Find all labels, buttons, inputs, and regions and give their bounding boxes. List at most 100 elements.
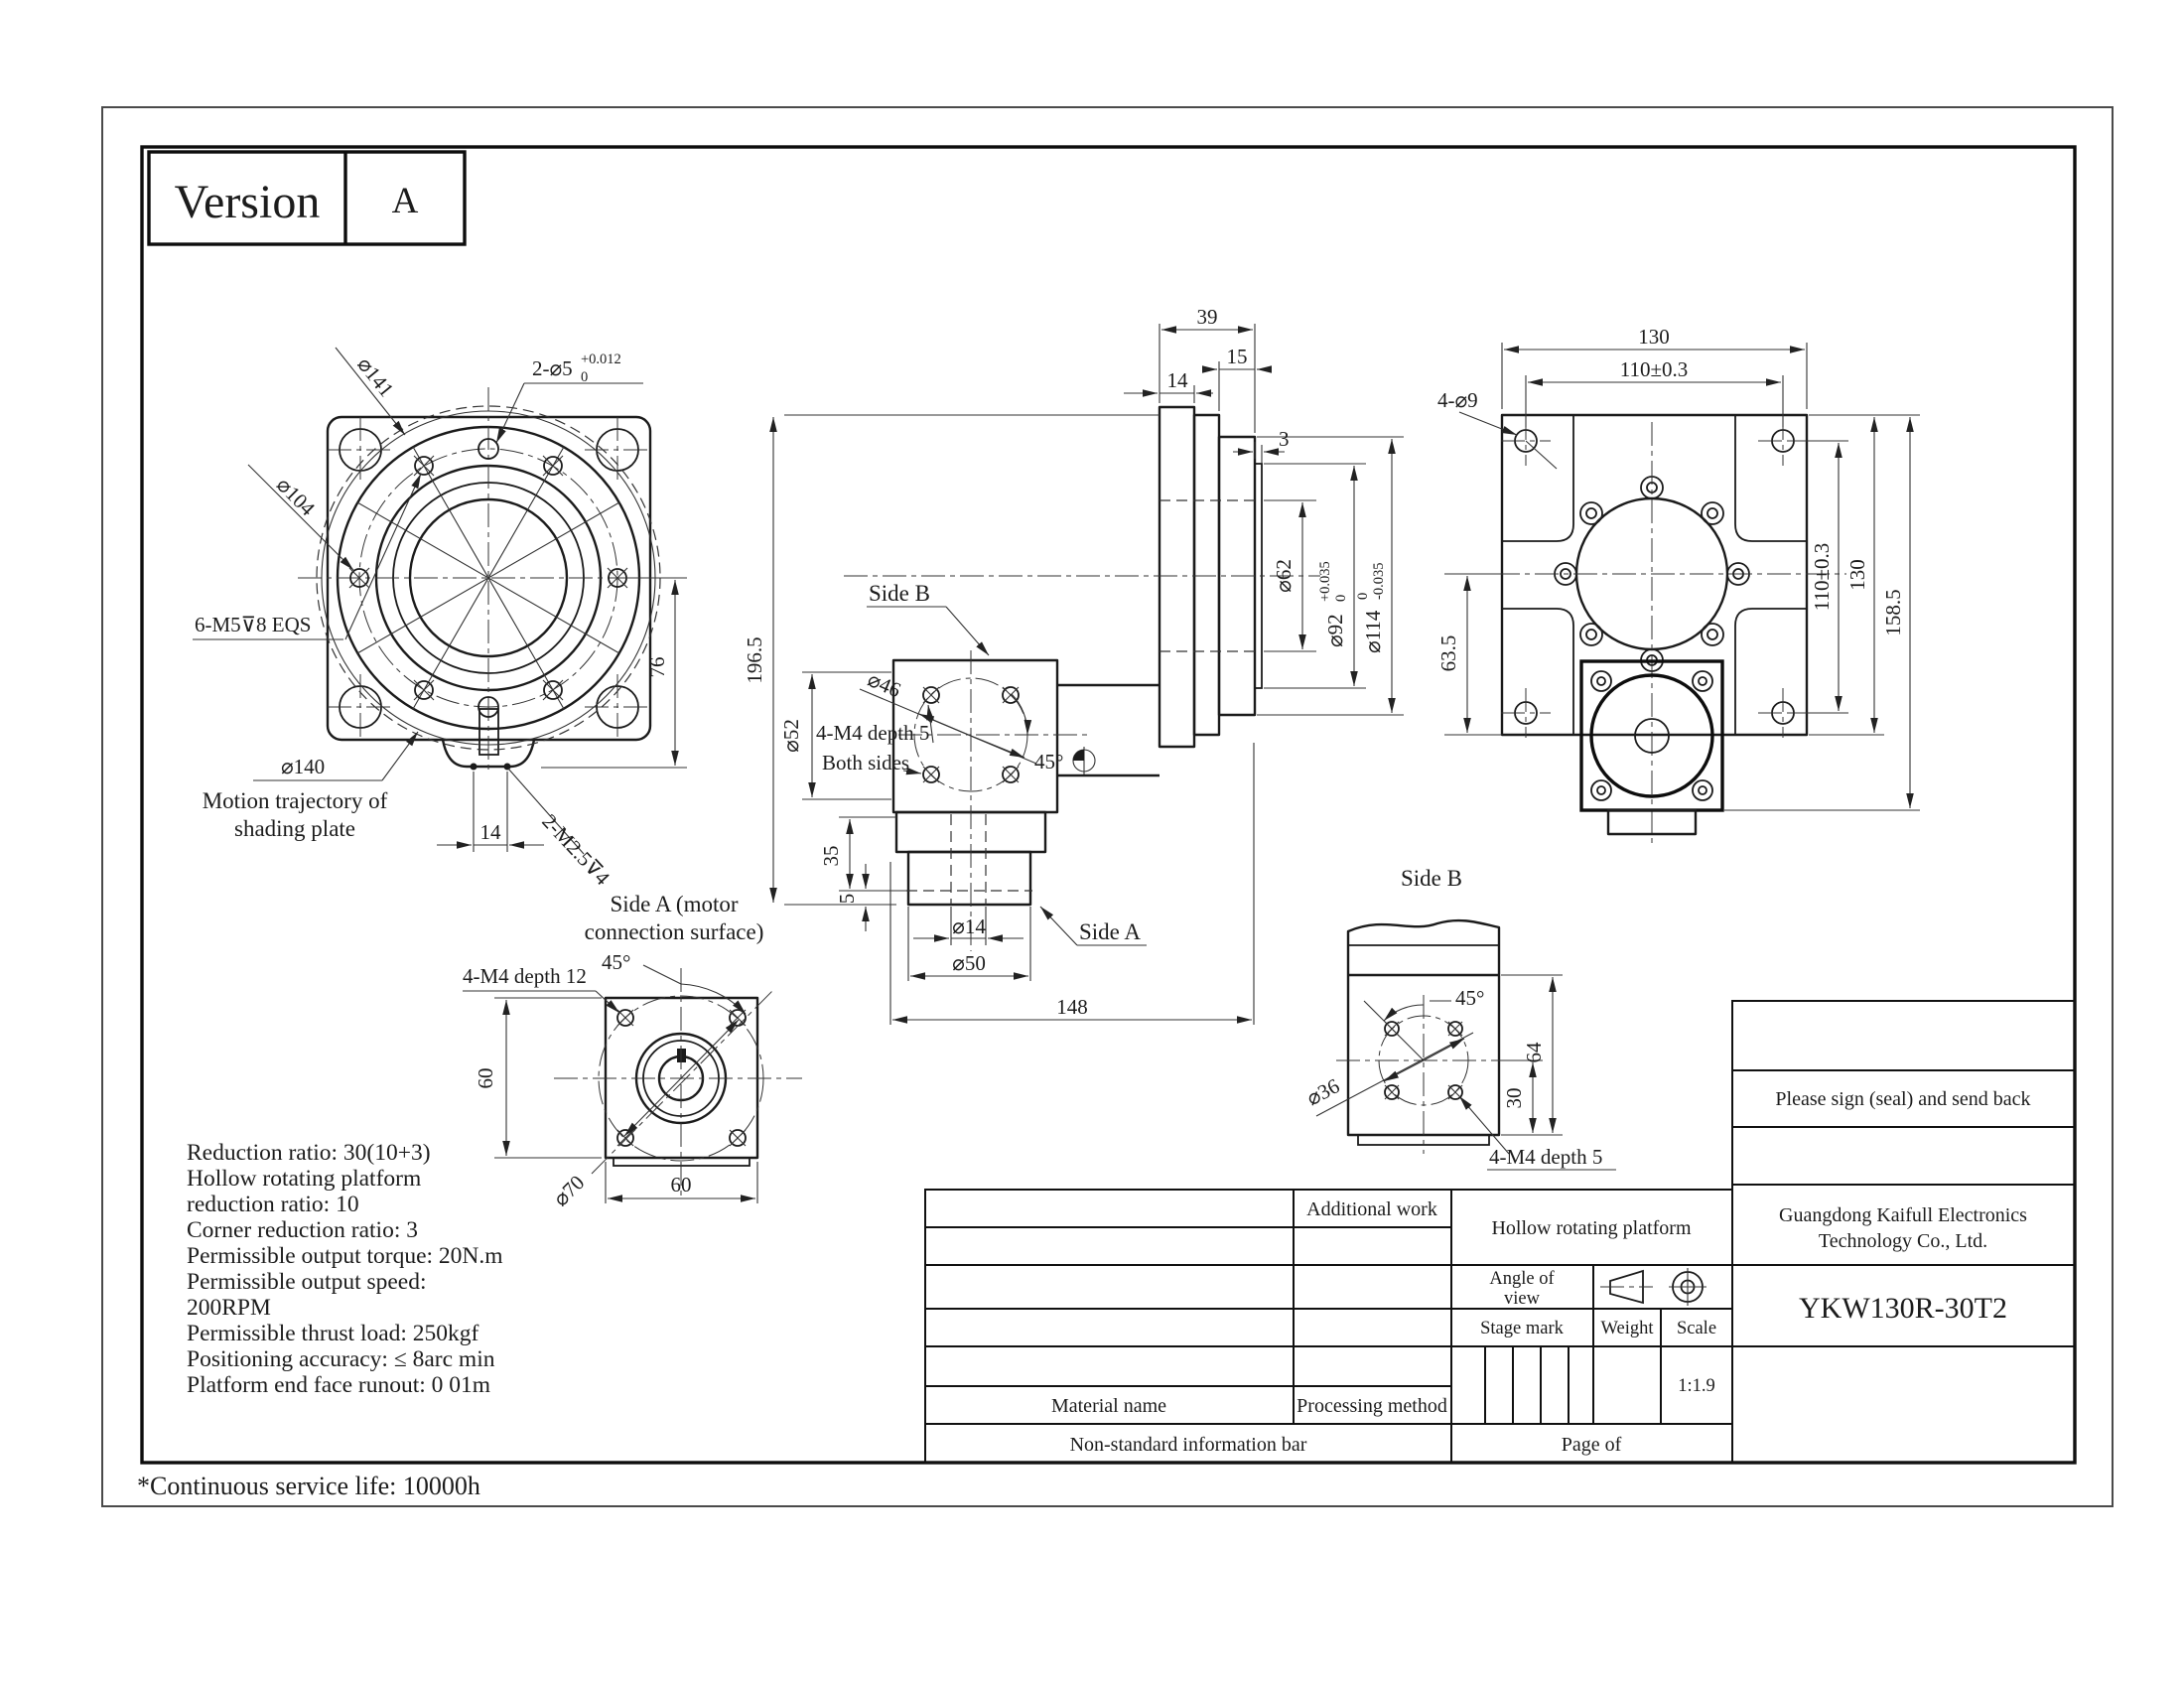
side-view-linework xyxy=(769,324,1404,1025)
dim-45deg: 45° xyxy=(1034,750,1063,774)
dim-148: 148 xyxy=(1056,995,1088,1019)
dim-35: 35 xyxy=(819,846,843,867)
dim-196-5: 196.5 xyxy=(743,636,766,683)
label-side-b: Side B xyxy=(869,581,930,606)
top-view-linework xyxy=(1444,343,1920,846)
trajectory-note-line2: shading plate xyxy=(234,816,355,841)
dim-4-dia9: 4-⌀9 xyxy=(1437,388,1478,412)
version-label: Version xyxy=(175,176,321,228)
side-a-title-line2: connection surface) xyxy=(585,919,764,944)
page-of-label: Page of xyxy=(1562,1434,1622,1456)
dim-dia52: ⌀52 xyxy=(779,719,803,753)
weight-label: Weight xyxy=(1601,1319,1655,1338)
dim-screws: 6-M5⊽8 EQS xyxy=(195,613,311,636)
label-side-a: Side A xyxy=(1079,919,1141,944)
dim-dia14: ⌀14 xyxy=(952,914,986,938)
dim-14-plate: 14 xyxy=(1167,368,1189,392)
dim-dia92: ⌀92 xyxy=(1323,614,1347,647)
projection-symbol-target-icon xyxy=(1669,1268,1706,1306)
note-both-sides: Both sides xyxy=(822,751,909,774)
spec-line-5: Permissible output torque: 20N.m xyxy=(187,1243,503,1269)
dim-5: 5 xyxy=(835,894,859,905)
top-view: 130 110±0.3 4-⌀9 63.5 110±0.3 130 158.5 xyxy=(1436,325,1920,846)
dim-76: 76 xyxy=(645,657,669,678)
trajectory-note-line1: Motion trajectory of xyxy=(203,788,388,813)
dim-130-right: 130 xyxy=(1845,559,1869,591)
sign-back-note: Please sign (seal) and send back xyxy=(1775,1088,2030,1110)
spec-line-1: Reduction ratio: 30(10+3) xyxy=(187,1140,431,1166)
dim-dia114-tol-dn: -0.035 xyxy=(1371,563,1387,600)
dim-64: 64 xyxy=(1522,1042,1546,1063)
dim-45deg-side-a: 45° xyxy=(602,950,630,974)
spec-line-7: 200RPM xyxy=(187,1295,271,1321)
dim-30: 30 xyxy=(1502,1088,1526,1109)
spec-line-10: Platform end face runout: 0 01m xyxy=(187,1372,490,1398)
scale-label: Scale xyxy=(1677,1319,1716,1338)
dim-110-top: 110±0.3 xyxy=(1620,357,1689,381)
dim-3: 3 xyxy=(1279,427,1290,451)
motor-screws xyxy=(1590,670,1713,801)
spec-block: Reduction ratio: 30(10+3) Hollow rotatin… xyxy=(187,1140,503,1398)
angle-of-view-line1: Angle of xyxy=(1489,1269,1555,1289)
dim-dia50: ⌀50 xyxy=(952,951,986,975)
spec-line-3: reduction ratio: 10 xyxy=(187,1192,359,1217)
version-value: A xyxy=(392,181,419,221)
dim-60-bottom: 60 xyxy=(671,1173,692,1196)
additional-work-label: Additional work xyxy=(1306,1198,1437,1220)
dim-dia92-tol-up: +0.035 xyxy=(1317,561,1333,602)
dim-taps: 2-M2.5⊽4 xyxy=(537,809,614,890)
material-name-label: Material name xyxy=(1051,1395,1166,1417)
scale-value: 1:1.9 xyxy=(1678,1376,1715,1396)
dim-130-top: 130 xyxy=(1638,325,1670,349)
spec-line-4: Corner reduction ratio: 3 xyxy=(187,1217,418,1243)
side-a-title-line1: Side A (motor xyxy=(610,892,738,916)
dim-pin-holes: 2-⌀5 xyxy=(532,356,573,380)
dim-dia62: ⌀62 xyxy=(1272,559,1296,593)
spec-line-8: Permissible thrust load: 250kgf xyxy=(187,1321,479,1346)
dim-4m4-depth5: 4-M4 depth 5 xyxy=(1489,1145,1602,1169)
dim-158-5: 158.5 xyxy=(1881,589,1905,635)
note-m4-depth5: 4-M4 depth 5 xyxy=(816,721,929,745)
product-name: Hollow rotating platform xyxy=(1491,1217,1692,1239)
side-view: Side B Side A 196.5 ⌀46 ⌀52 4-M4 depth 5… xyxy=(743,305,1404,1025)
spec-line-2: Hollow rotating platform xyxy=(187,1166,421,1192)
front-view-linework xyxy=(193,347,687,855)
angle-of-view-line2: view xyxy=(1504,1289,1541,1309)
version-block: Version A xyxy=(147,150,467,246)
dim-110-right: 110±0.3 xyxy=(1810,543,1834,612)
dim-39: 39 xyxy=(1197,305,1218,329)
spec-line-9: Positioning accuracy: ≤ 8arc min xyxy=(187,1346,495,1372)
non-standard-label: Non-standard information bar xyxy=(1070,1434,1307,1456)
side-b-linework xyxy=(1315,918,1616,1171)
dim-45deg-side-b: 45° xyxy=(1455,986,1484,1010)
dim-dia140: ⌀140 xyxy=(281,755,325,778)
footnote: *Continuous service life: 10000h xyxy=(137,1472,480,1500)
side-a-view: Side A (motor connection surface) 4-M4 d… xyxy=(463,892,802,1211)
part-number: YKW130R-30T2 xyxy=(1799,1292,2007,1325)
company-line1: Guangdong Kaifull Electronics xyxy=(1779,1204,2027,1226)
dim-pin-tol-dn: 0 xyxy=(581,369,588,385)
projection-symbol-frustum-icon xyxy=(1600,1269,1653,1305)
dim-60-left: 60 xyxy=(474,1068,497,1089)
title-block: Additional work Material name Processing… xyxy=(924,1000,2076,1464)
processing-method-label: Processing method xyxy=(1297,1395,1447,1417)
dim-dia92-group: ⌀92 +0.035 0 xyxy=(1317,561,1349,647)
dim-63-5: 63.5 xyxy=(1436,635,1460,672)
dim-15: 15 xyxy=(1227,345,1248,368)
dim-pin-tol-up: +0.012 xyxy=(581,352,621,367)
stage-mark-label: Stage mark xyxy=(1480,1319,1564,1338)
dim-dia114-tol-up: 0 xyxy=(1355,593,1371,600)
company-line2: Technology Co., Ltd. xyxy=(1819,1230,1987,1252)
title-block-grid xyxy=(924,1000,2076,1464)
front-view: ⌀141 2-⌀5 +0.012 0 ⌀104 6-M5⊽8 EQS ⌀140 … xyxy=(193,347,687,890)
dim-dia104: ⌀104 xyxy=(272,473,321,521)
spec-line-6: Permissible output speed: xyxy=(187,1269,427,1295)
dim-dia114-group: ⌀114 0 -0.035 xyxy=(1355,563,1387,653)
side-b-view: Side B 45° ⌀36 64 30 4-M4 depth 5 xyxy=(1302,866,1616,1171)
dim-4m4-depth12: 4-M4 depth 12 xyxy=(463,964,587,988)
dim-14: 14 xyxy=(480,820,502,844)
dim-dia70: ⌀70 xyxy=(549,1171,590,1211)
dim-dia92-tol-dn: 0 xyxy=(1333,595,1349,602)
